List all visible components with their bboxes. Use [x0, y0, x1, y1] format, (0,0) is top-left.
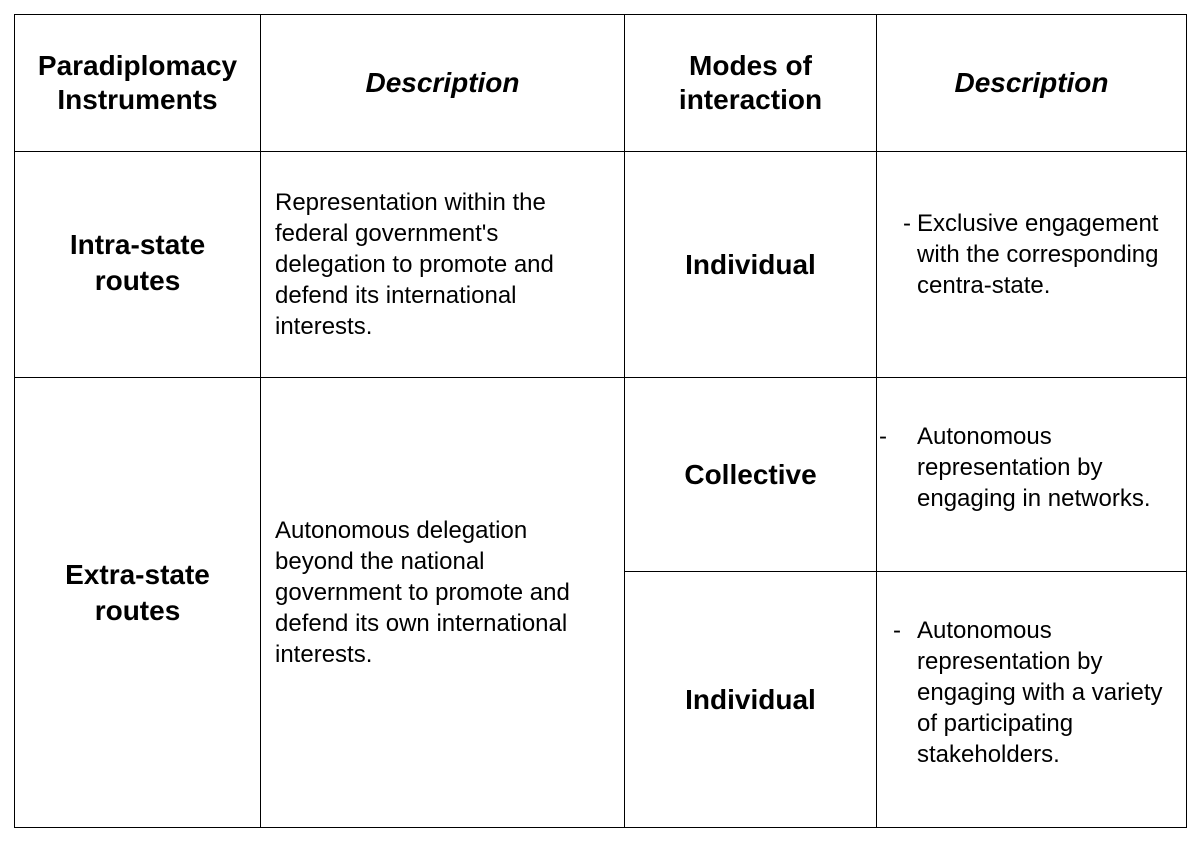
- mode-detail-cell: - Autonomous representation by engaging …: [876, 570, 1187, 829]
- mode-detail-cell: - Autonomous representation by engaging …: [876, 377, 1187, 572]
- header-cell-modes: Modes of interaction: [624, 13, 877, 153]
- mode-cell: Individual: [624, 570, 877, 829]
- mode-detail: - Exclusive engagement with the correspo…: [877, 208, 1186, 301]
- route-label: Intra-state routes: [69, 228, 206, 296]
- table-row: Intra-state routes Representation within…: [14, 151, 1187, 379]
- mode-detail-text: Autonomous representation by engaging wi…: [917, 616, 1163, 768]
- mode-label: Collective: [684, 458, 817, 490]
- mode-cell: Individual: [624, 151, 877, 379]
- bullet-dash: -: [903, 210, 911, 238]
- header-cell-description: Description: [260, 13, 625, 153]
- route-cell: Extra-state routes: [14, 377, 261, 828]
- route-label: Extra-state routes: [65, 558, 210, 626]
- mode-detail-text: Exclusive engagement with the correspond…: [917, 210, 1159, 300]
- header-description-2: Description: [954, 67, 1109, 99]
- mode-label: Individual: [685, 248, 816, 280]
- mode-detail: - Autonomous representation by engaging …: [877, 421, 1186, 514]
- bullet-dash: -: [893, 616, 901, 644]
- mode-detail-cell: - Exclusive engagement with the correspo…: [876, 151, 1187, 379]
- header-modes: Modes of interaction: [678, 50, 823, 116]
- mode-detail-text: Autonomous representation by engaging in…: [917, 423, 1151, 513]
- table-row: Individual - Autonomous representation b…: [15, 570, 1187, 829]
- route-description: Representation within the federal govern…: [275, 189, 554, 341]
- route-description: Autonomous delegation beyond the nationa…: [275, 517, 570, 669]
- description-cell: Representation within the federal govern…: [260, 151, 625, 379]
- header-cell-description-2: Description: [876, 13, 1187, 153]
- header-cell-instruments: Paradiplomacy Instruments: [14, 13, 261, 153]
- mode-detail: - Autonomous representation by engaging …: [877, 615, 1186, 770]
- description-cell: Autonomous delegation beyond the nationa…: [260, 377, 625, 828]
- table-row: Extra-state routes Autonomous delegation…: [14, 377, 1187, 828]
- mode-label: Individual: [685, 684, 816, 716]
- header-instruments: Paradiplomacy Instruments: [37, 50, 238, 116]
- route-cell: Intra-state routes: [14, 151, 261, 379]
- table-header-row: Paradiplomacy Instruments Description Mo…: [14, 13, 1187, 153]
- mode-cell: Collective: [624, 377, 877, 572]
- bullet-dash: -: [879, 423, 887, 451]
- header-description: Description: [365, 67, 520, 99]
- paradiplomacy-table: Paradiplomacy Instruments Description Mo…: [14, 13, 1187, 829]
